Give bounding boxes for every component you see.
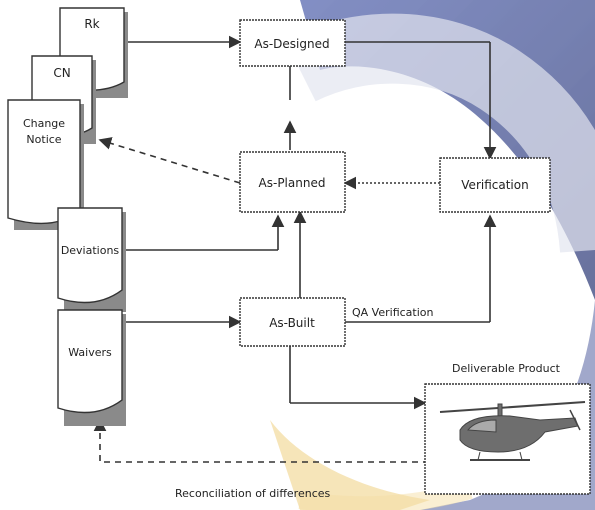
- deviations-label: Deviations: [61, 244, 120, 257]
- connectors: [93, 35, 497, 463]
- waivers-label: Waivers: [68, 346, 112, 359]
- box-as-built: As-Built: [239, 297, 346, 347]
- box-as-planned: As-Planned: [239, 151, 346, 213]
- document-deviations: Deviations: [57, 207, 126, 312]
- reconciliation-dashed-arrow: [93, 418, 440, 463]
- deliverable-product-label: Deliverable Product: [452, 362, 561, 375]
- box-verification: Verification: [439, 157, 551, 213]
- verification-label: Verification: [461, 178, 528, 192]
- as-designed-label: As-Designed: [254, 37, 329, 51]
- deliverable-product-box: [424, 383, 591, 495]
- document-cn-label: CN: [53, 66, 70, 80]
- as-planned-label: As-Planned: [259, 176, 326, 190]
- change-notice-label-2: Notice: [26, 133, 61, 146]
- asplanned-to-changenotice-dashed-arrow: [98, 137, 241, 184]
- reconciliation-label: Reconciliation of differences: [175, 487, 331, 500]
- document-rk: Rk: [59, 7, 128, 98]
- box-as-designed: As-Designed: [239, 19, 346, 67]
- helicopter-icon: [439, 401, 586, 461]
- as-built-label: As-Built: [269, 316, 315, 330]
- document-waivers: Waivers: [57, 309, 126, 426]
- qa-verification-label: QA Verification: [352, 306, 434, 319]
- change-notice-label-1: Change: [23, 117, 65, 130]
- document-rk-label: Rk: [84, 17, 99, 31]
